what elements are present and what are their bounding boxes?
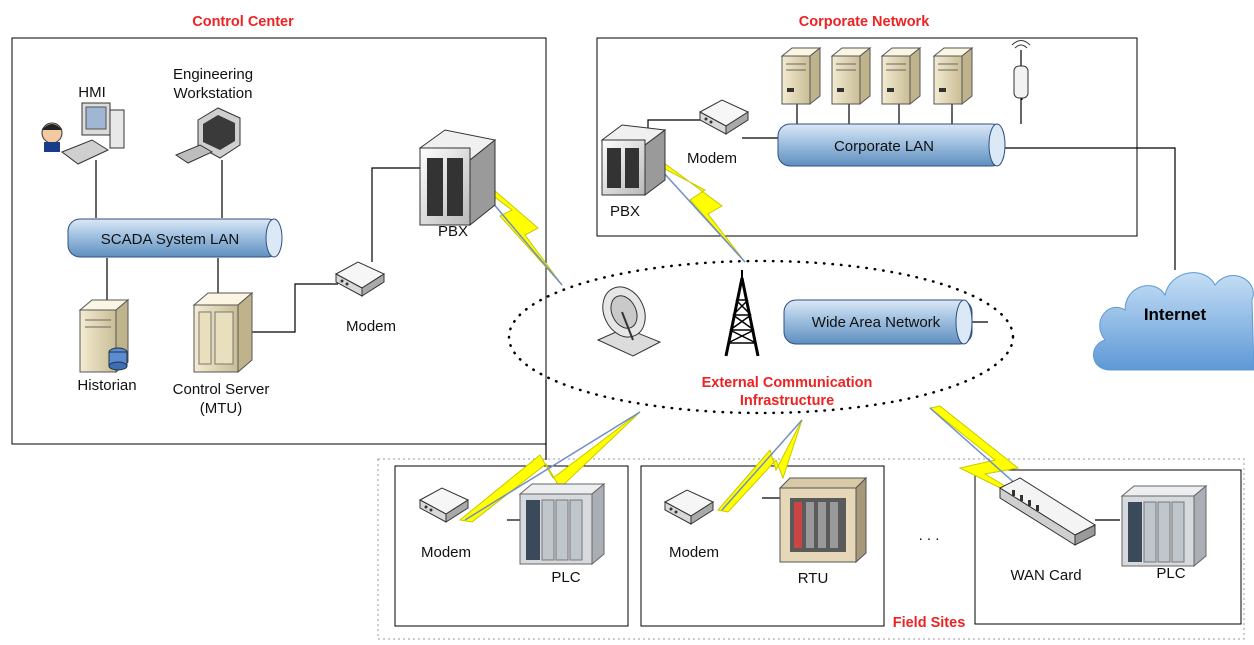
control-center-modem-icon [335,261,385,297]
engineering-workstation-label-line1: Engineering [173,66,253,83]
internet-label: Internet [1144,305,1207,324]
field-sites-title: Field Sites [893,615,966,631]
corporate-pbx-label: PBX [610,203,640,220]
radio-tower-icon [724,268,760,358]
control-center-pbx-icon [418,129,497,227]
field-site-3-wan-card-label: WAN Card [1010,567,1081,584]
control-center-box [11,37,547,445]
corporate-pbx-icon [600,124,667,196]
control-server-icon [192,291,254,374]
corporate-server-1-icon [781,47,821,105]
scada-lan-pipe [67,218,283,258]
engineering-workstation-icon [174,107,241,164]
field-site-1-plc-label: PLC [551,569,580,586]
corporate-modem-label: Modem [687,150,737,167]
more-sites-ellipsis: . . . [919,527,940,544]
wireless-access-point-icon [1011,40,1031,99]
corporate-server-2-icon [831,47,871,105]
satellite-dish-icon [596,286,662,357]
corporate-lan-label: Corporate LAN [834,138,934,155]
internet-cloud-icon [1093,272,1254,371]
field-site-3-plc-label: PLC [1156,565,1185,582]
control-center-title: Control Center [192,14,294,30]
corporate-server-3-icon [881,47,921,105]
field-site-3-plc-icon [1121,485,1207,567]
scada-lan-label: SCADA System LAN [101,231,239,248]
hmi-label: HMI [78,84,106,101]
external-infrastructure-title-line1: External Communication [702,375,873,391]
hmi-computer-icon [41,102,125,165]
control-center-pbx-label: PBX [438,223,468,240]
rtu-icon [778,476,868,564]
corporate-network-box [596,37,1138,237]
external-infrastructure-title-line2: Infrastructure [740,393,834,409]
wan-pipe [783,299,973,345]
field-sites-box [377,458,1245,640]
control-server-label-line1: Control Server [173,381,270,398]
corporate-lan-pipe [777,123,1006,167]
field-site-1-plc-icon [519,483,605,565]
wan-card-icon [998,477,1097,546]
control-center-modem-label: Modem [346,318,396,335]
external-infrastructure-ellipse [507,259,1015,415]
wan-label: Wide Area Network [812,314,941,331]
engineering-workstation-label-line2: Workstation [174,85,253,102]
field-site-2-modem-label: Modem [669,544,719,561]
historian-server-icon [78,298,130,374]
corporate-server-4-icon [933,47,973,105]
corporate-modem-icon [699,99,749,135]
corporate-network-title: Corporate Network [799,14,930,30]
historian-label: Historian [77,377,136,394]
control-server-label-line2: (MTU) [200,400,242,417]
field-site-1-modem-label: Modem [421,544,471,561]
field-site-2-rtu-label: RTU [798,570,829,587]
